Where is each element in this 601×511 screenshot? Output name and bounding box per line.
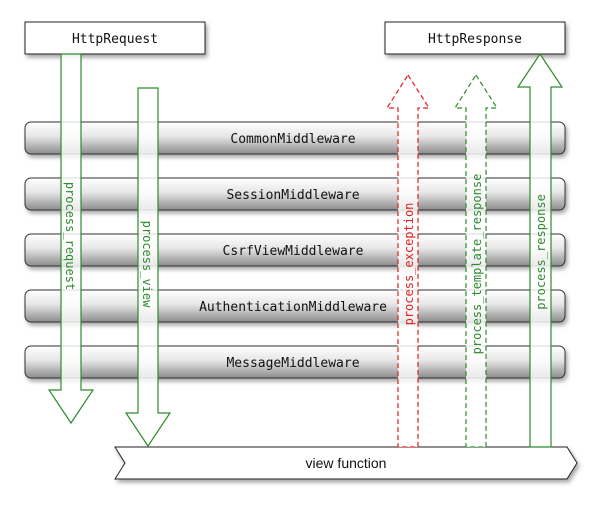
middleware-label: MessageMiddleware <box>226 356 359 371</box>
process-view-label: process_view <box>140 221 154 308</box>
process-response-arrow: process_response <box>516 52 564 448</box>
process-response-label: process_response <box>534 194 548 310</box>
process-exception-arrow: process_exception <box>385 73 431 448</box>
middleware-stack: CommonMiddleware SessionMiddleware CsrfV… <box>24 121 566 379</box>
middleware-bar-common: CommonMiddleware <box>24 121 566 155</box>
http-request-box: HttpRequest <box>24 21 206 55</box>
process-request-label: process_request <box>63 182 77 290</box>
process-request-arrow: process_request <box>47 53 95 425</box>
view-function-ribbon: view function <box>114 446 578 480</box>
middleware-label: CommonMiddleware <box>230 132 355 147</box>
middleware-bar-authentication: AuthenticationMiddleware <box>24 289 566 323</box>
process-exception-label: process_exception <box>402 203 416 326</box>
process-template-response-arrow: process_template_response <box>453 73 499 448</box>
middleware-bar-message: MessageMiddleware <box>24 345 566 379</box>
middleware-label: AuthenticationMiddleware <box>199 300 387 315</box>
process-template-response-label: process_template_response <box>470 174 484 355</box>
http-response-label: HttpResponse <box>428 32 522 47</box>
middleware-bar-session: SessionMiddleware <box>24 177 566 211</box>
middleware-bar-csrf: CsrfViewMiddleware <box>24 233 566 267</box>
view-function-label: view function <box>306 455 387 471</box>
middleware-label: CsrfViewMiddleware <box>223 244 364 259</box>
process-view-arrow: process_view <box>124 87 172 448</box>
http-request-label: HttpRequest <box>72 32 158 47</box>
http-response-box: HttpResponse <box>384 21 566 55</box>
middleware-label: SessionMiddleware <box>226 188 359 203</box>
